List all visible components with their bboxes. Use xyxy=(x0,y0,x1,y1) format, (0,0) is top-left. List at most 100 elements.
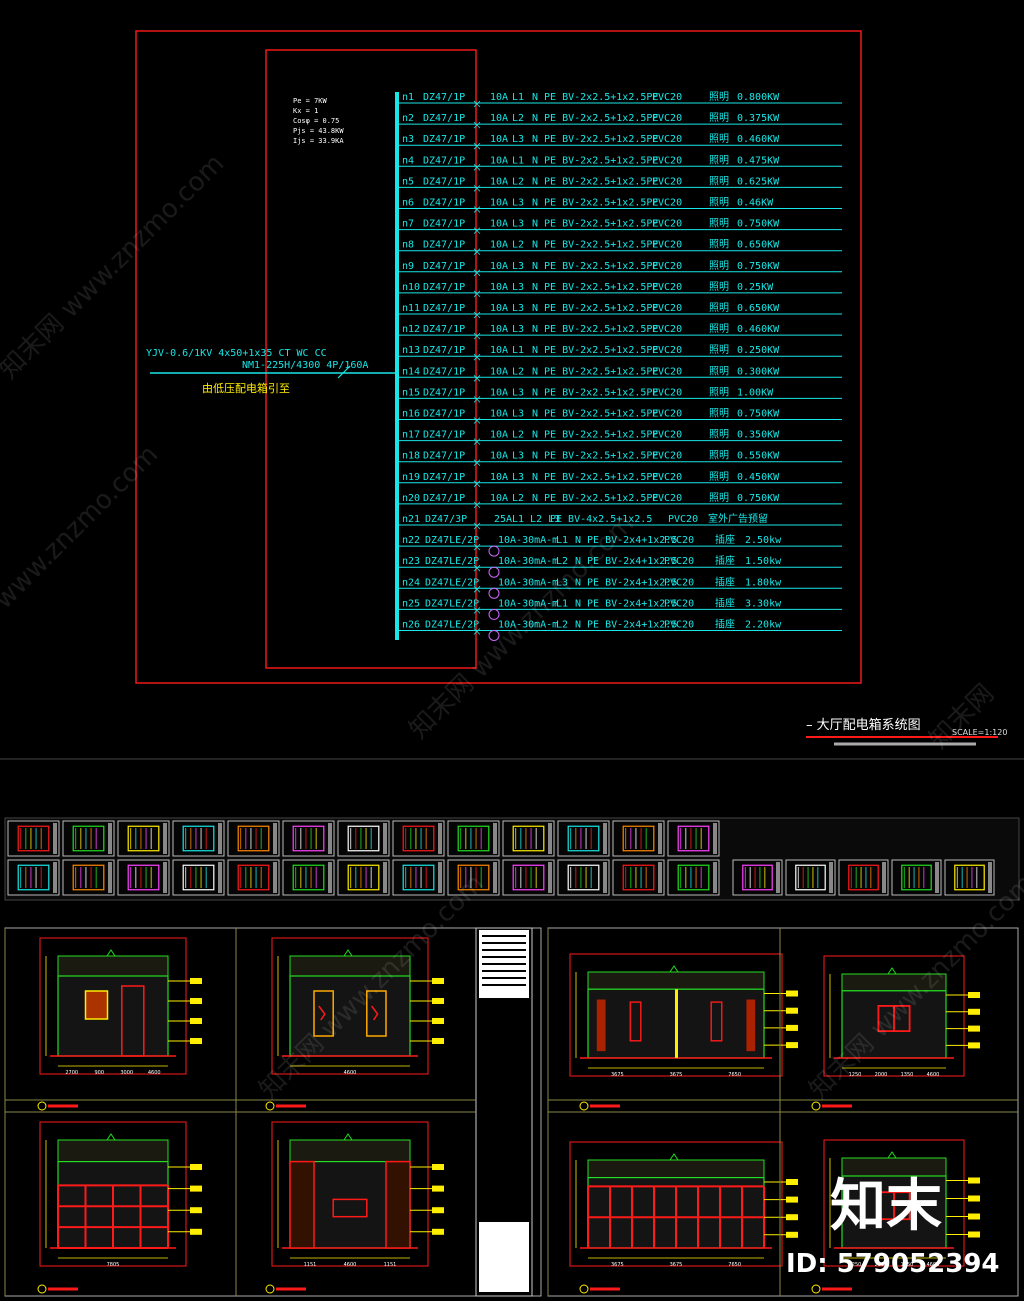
rcd-symbol xyxy=(488,608,500,620)
sheet-thumbnail[interactable] xyxy=(7,859,60,896)
circuit-rating: 10A-30mA-m xyxy=(498,577,558,588)
circuit-breaker: DZ47/1P xyxy=(423,430,465,441)
circuit-use: 插座 xyxy=(715,575,735,588)
incoming-cable-label: YJV-0.6/1KV 4x50+1x35 CT WC CC xyxy=(146,348,327,359)
circuit-use: 照明 xyxy=(709,365,729,377)
circuit-cable: N PE BV-2x2.5+1x2.5PE xyxy=(532,472,658,483)
circuit-phase: L3 xyxy=(512,198,524,209)
sheet-thumbnail[interactable] xyxy=(732,859,783,896)
breaker-symbol xyxy=(473,100,481,108)
section-marker xyxy=(265,1101,275,1111)
circuit-phase: L3 xyxy=(512,282,524,293)
sheet-thumbnail[interactable] xyxy=(337,859,390,896)
sheet-thumbnail[interactable] xyxy=(502,859,555,896)
circuit-phase: L2 xyxy=(512,493,524,504)
sheet-thumbnail[interactable] xyxy=(891,859,942,896)
dimension-label: 7805 xyxy=(107,1262,120,1268)
sheet-thumbnail[interactable] xyxy=(785,859,836,896)
circuit-use: 照明 xyxy=(709,112,729,124)
section-marker xyxy=(579,1284,589,1294)
sheet-thumbnail[interactable] xyxy=(447,859,500,896)
circuit-use: 照明 xyxy=(709,260,729,272)
rcd-symbol xyxy=(488,566,500,578)
sheet-thumbnail[interactable] xyxy=(62,859,115,896)
circuit-cable: PE BV-4x2.5+1x2.5 xyxy=(550,514,652,525)
circuit-load: 0.750KW xyxy=(737,261,780,272)
circuit-use: 照明 xyxy=(709,239,729,251)
dimension-label: 1250 xyxy=(849,1262,862,1268)
circuit-rating: 10A xyxy=(490,134,508,145)
circuit-cable: N PE BV-2x2.5+1x2.5PE xyxy=(532,261,658,272)
sheet-thumbnail[interactable] xyxy=(227,820,280,857)
circuit-load: 3.30kw xyxy=(745,598,782,609)
sheet-thumbnail[interactable] xyxy=(337,820,390,857)
source-note: 由低压配电箱引至 xyxy=(202,381,290,395)
watermark-site-6: 知末网 www.znzmo.com xyxy=(804,869,1024,1105)
sheet-thumbnail[interactable] xyxy=(612,859,665,896)
sheet-thumbnail[interactable] xyxy=(557,859,610,896)
circuit-rating: 10A xyxy=(490,387,508,398)
circuit-cable: N PE BV-2x2.5+1x2.5PE xyxy=(532,303,658,314)
circuit-rating: 10A xyxy=(490,198,508,209)
circuit-breaker: DZ47/1P xyxy=(423,303,465,314)
sheet-thumbnail[interactable] xyxy=(392,859,445,896)
breaker-symbol xyxy=(473,586,481,593)
breaker-symbol xyxy=(473,480,481,488)
sheet-thumbnail[interactable] xyxy=(447,820,500,857)
sheet-thumbnail[interactable] xyxy=(392,820,445,857)
sheet-thumbnail[interactable] xyxy=(557,820,610,857)
circuit-conduit: PVC20 xyxy=(664,620,694,631)
dimension-label: 4600 xyxy=(344,1070,357,1076)
circuit-breaker: DZ47LE/2P xyxy=(425,535,479,546)
circuit-cable: N PE BV-2x2.5+1x2.5PE xyxy=(532,366,658,377)
circuit-id: n7 xyxy=(402,219,414,230)
circuit-use: 照明 xyxy=(709,471,729,483)
circuit-id: n18 xyxy=(402,451,420,462)
circuit-cable: N PE BV-2x4+1x2.5 xyxy=(575,556,677,567)
circuit-id: n3 xyxy=(402,134,414,145)
sheet-thumbnail[interactable] xyxy=(117,859,170,896)
circuit-breaker: DZ47/1P xyxy=(423,493,465,504)
breaker-symbol xyxy=(473,417,481,424)
circuit-load: 0.250KW xyxy=(737,345,780,356)
circuit-id: n25 xyxy=(402,598,420,609)
circuit-id: n8 xyxy=(402,240,414,251)
sheet-thumbnail[interactable] xyxy=(7,820,60,857)
sheet-thumbnail[interactable] xyxy=(172,859,225,896)
circuit-rating: 10A xyxy=(490,92,508,103)
sheet-thumbnail[interactable] xyxy=(667,859,720,896)
circuit-load: 0.625KW xyxy=(737,176,780,187)
circuit-conduit: PVC20 xyxy=(652,92,682,103)
circuit-use: 照明 xyxy=(709,323,729,335)
sheet-thumbnail[interactable] xyxy=(502,820,555,857)
sheet-thumbnail[interactable] xyxy=(117,820,170,857)
circuit-cable: N PE BV-2x2.5+1x2.5PE xyxy=(532,176,658,187)
sheet-thumbnail[interactable] xyxy=(838,859,889,896)
sheet-thumbnail[interactable] xyxy=(612,820,665,857)
circuit-conduit: PVC20 xyxy=(652,324,682,335)
circuit-breaker: DZ47/1P xyxy=(423,472,465,483)
sheet-thumbnail[interactable] xyxy=(282,859,335,896)
circuit-use: 照明 xyxy=(709,302,729,314)
circuit-rating: 25A xyxy=(494,514,512,525)
circuit-cable: N PE BV-2x2.5+1x2.5PE xyxy=(532,451,658,462)
sheet-thumbnail[interactable] xyxy=(172,820,225,857)
circuit-breaker: DZ47/1P xyxy=(423,219,465,230)
sheet-thumbnail[interactable] xyxy=(282,820,335,857)
dimension-label: 7650 xyxy=(728,1072,741,1078)
breaker-symbol xyxy=(473,607,481,614)
sheet-thumbnail[interactable] xyxy=(944,859,995,896)
circuit-breaker: DZ47/1P xyxy=(423,240,465,251)
dimension-label: 2700 xyxy=(65,1070,78,1076)
circuit-load: 2.50kw xyxy=(745,535,782,546)
sheet-thumbnail[interactable] xyxy=(227,859,280,896)
circuit-rating: 10A xyxy=(490,176,508,187)
breaker-symbol xyxy=(473,248,481,255)
sheet-thumbnail[interactable] xyxy=(667,820,720,857)
breaker-symbol xyxy=(473,311,481,319)
sheet-thumbnail[interactable] xyxy=(62,820,115,857)
